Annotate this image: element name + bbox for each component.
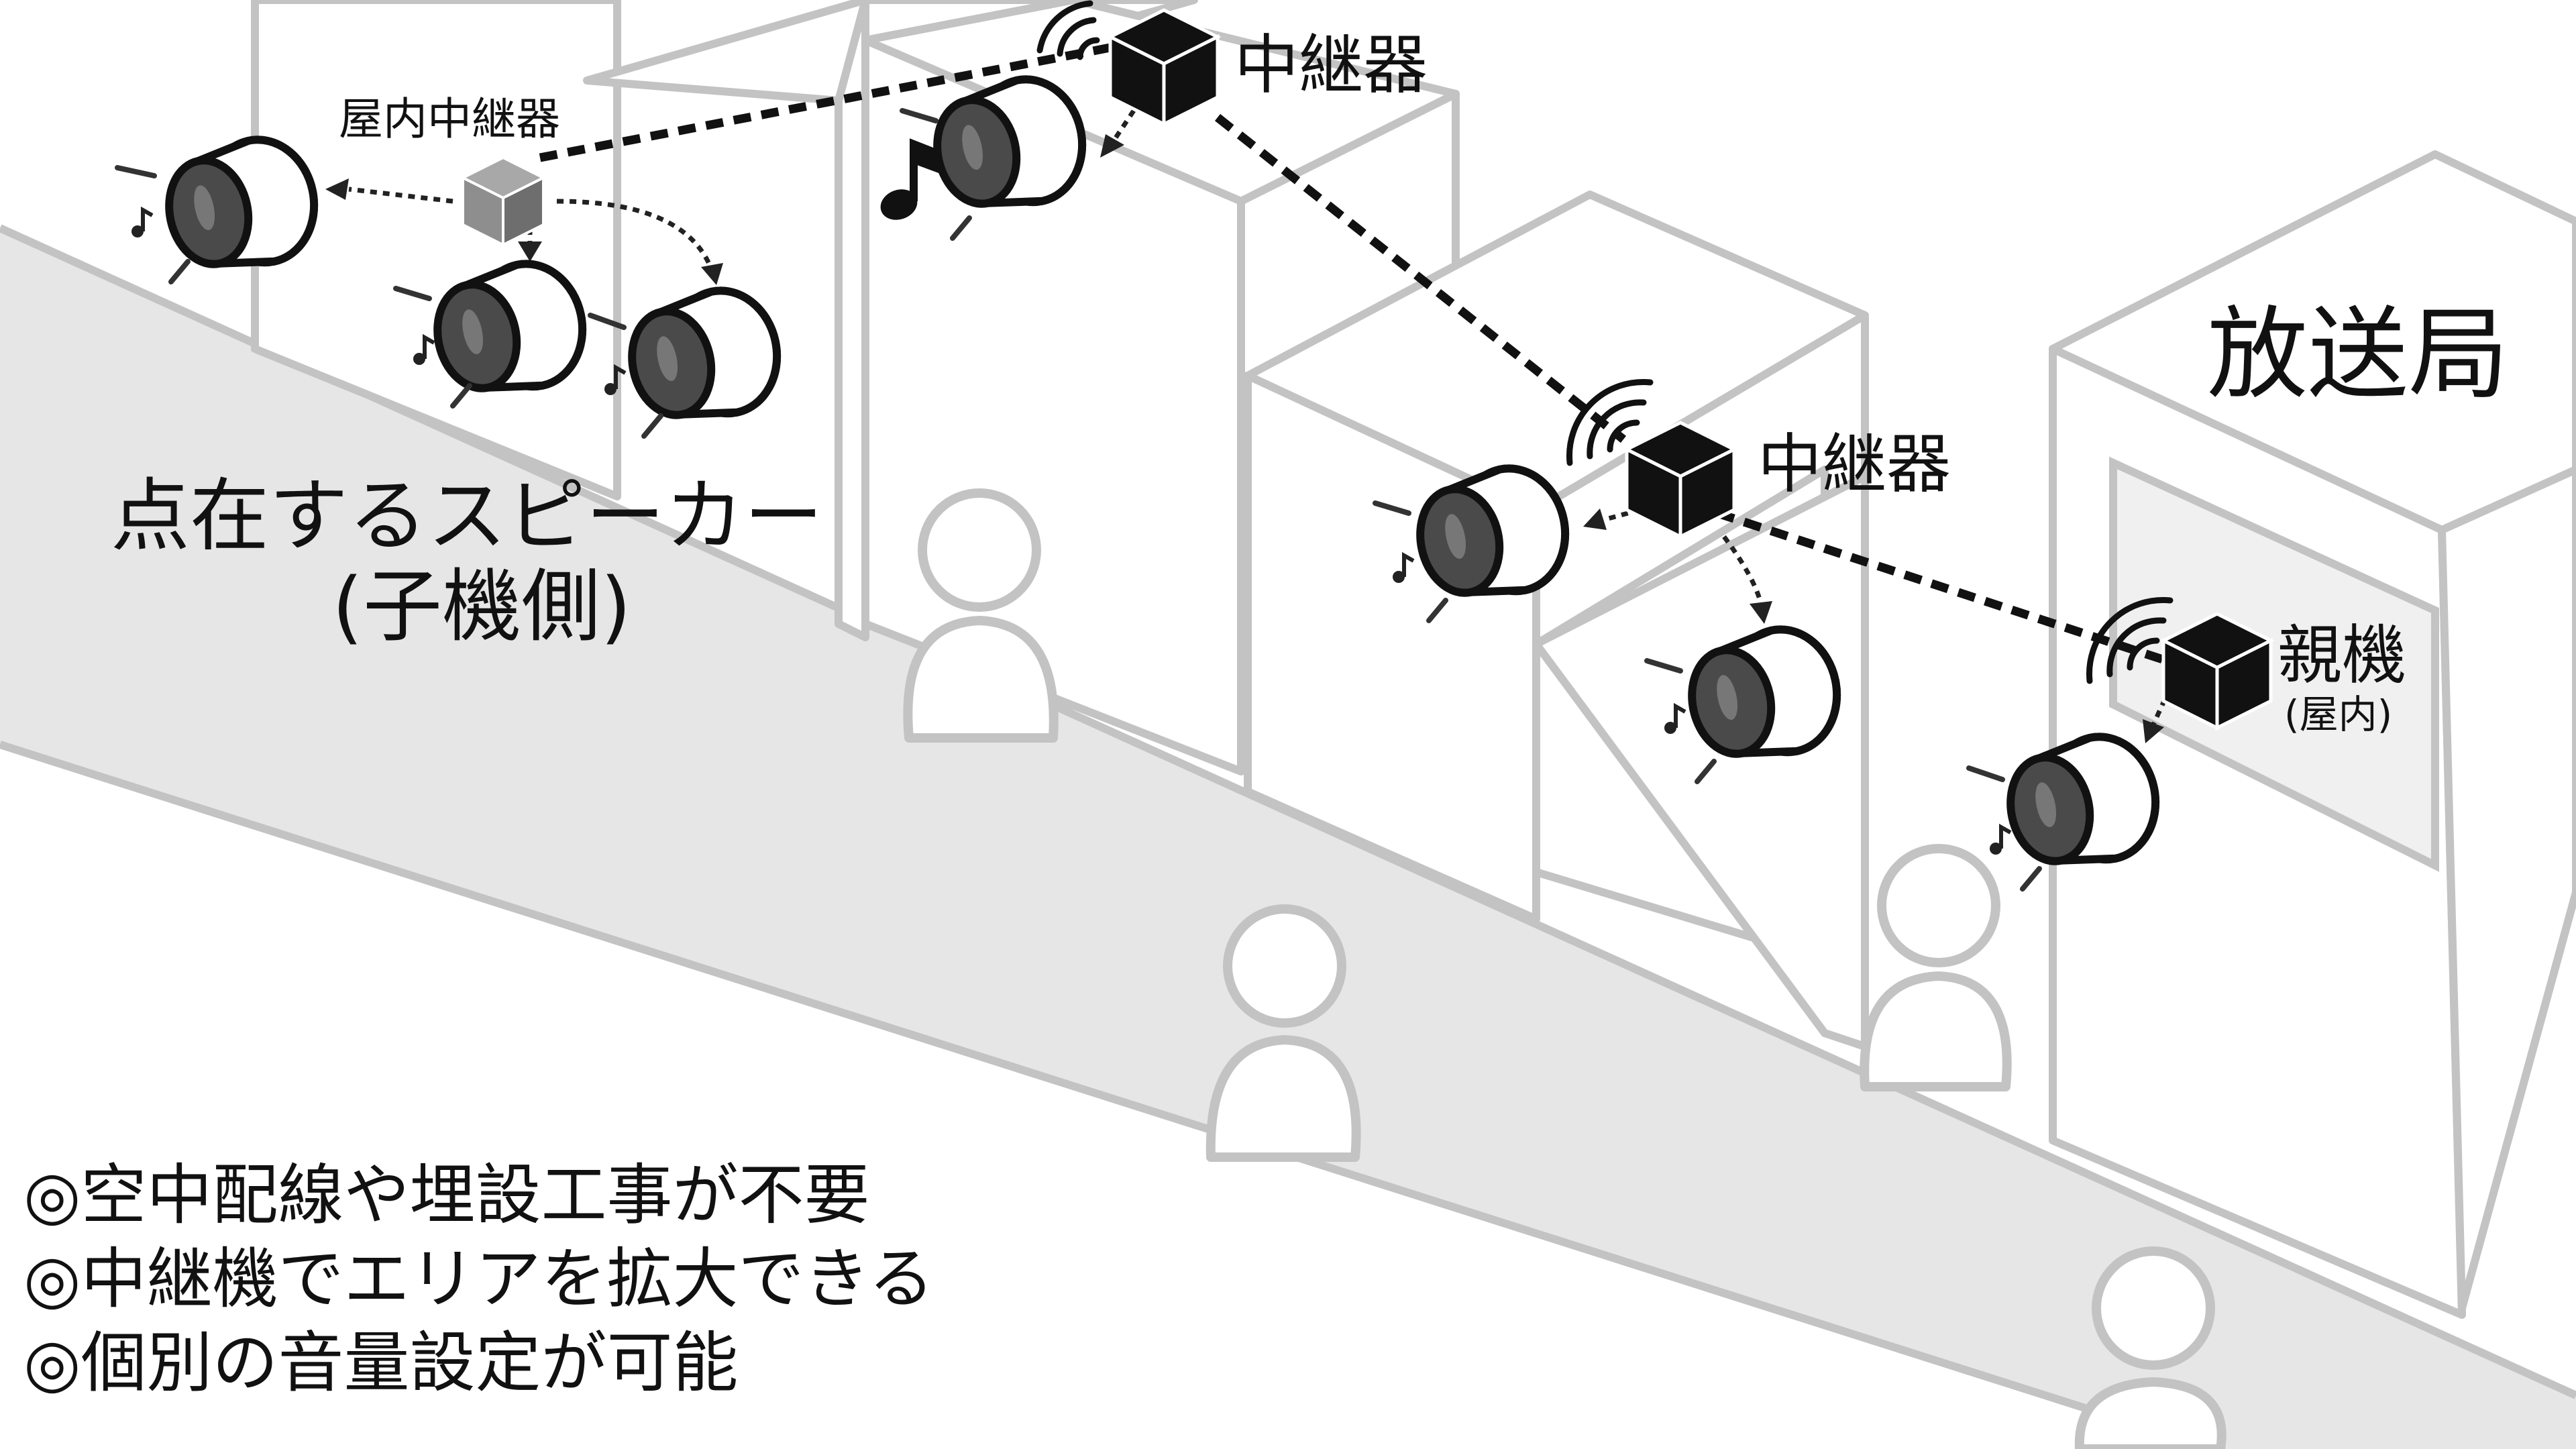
indoor-repeater-box-icon: [460, 156, 547, 248]
link-to-speaker: [1112, 109, 1136, 142]
road-edge-near: [0, 741, 2215, 1449]
repeater-box-icon: [1110, 10, 1218, 124]
repeater-label-mid: 中継器: [1758, 427, 1951, 502]
benefit-item: ◎中継機でエリアを拡大できる: [23, 1241, 934, 1318]
benefit-item: ◎空中配線や埋設工事が不要: [23, 1157, 870, 1234]
link-to-speaker: [556, 199, 714, 270]
link-to-speaker: [348, 186, 453, 204]
repeater-box-icon: [1627, 423, 1734, 537]
building-3: [1244, 191, 1869, 1051]
scattered-speakers-sublabel: (子機側): [332, 560, 631, 653]
master-unit-note: (屋内): [2284, 692, 2392, 737]
station-window: [2109, 456, 2439, 872]
sound-emission-marks: [115, 108, 2042, 892]
music-note-icon: [880, 138, 940, 220]
broadcast-station-label: 放送局: [2207, 297, 2509, 413]
benefits-list: ◎空中配線や埋設工事が不要 ◎中継機でエリアを拡大できる ◎個別の音量設定が可能: [23, 1157, 934, 1401]
link-repeater-to-master: [1715, 508, 2169, 665]
link-indoor-repeater-to-repeater: [539, 42, 1115, 162]
building-station: [2049, 150, 2576, 1319]
wireless-signal-icon: [1036, 0, 1100, 60]
benefit-item: ◎個別の音量設定が可能: [23, 1325, 739, 1401]
person-icon: [2074, 1246, 2226, 1449]
indoor-repeater-label: 屋内中継器: [339, 93, 560, 145]
link-repeater-to-repeater: [1214, 113, 1627, 443]
person-icon: [1860, 844, 2012, 1091]
repeater-label-top: 中継器: [1234, 28, 1428, 103]
road: [0, 228, 2576, 1449]
master-unit-box-icon: [2163, 614, 2271, 728]
link-to-speaker: [1722, 535, 1764, 604]
scattered-speakers-label: 点在するスピーカー: [111, 470, 823, 562]
speaker-icon: [621, 281, 788, 432]
master-unit-label: 親機: [2277, 618, 2406, 693]
person-icon: [1205, 904, 1361, 1162]
person-icon: [903, 488, 1059, 743]
